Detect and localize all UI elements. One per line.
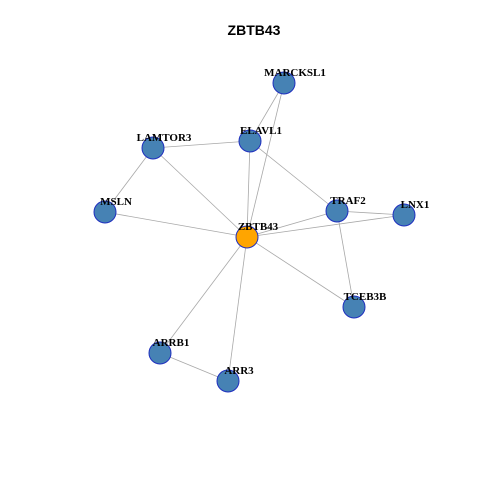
- node-label-elavl1: ELAVL1: [240, 125, 282, 137]
- edge-elavl1-traf2: [249, 140, 338, 212]
- edge-lnx1-zbtb43: [246, 214, 405, 238]
- edge-zbtb43-arr3: [227, 236, 248, 382]
- node-arr3: [216, 369, 240, 393]
- node-zbtb43: [235, 225, 259, 249]
- node-tceb3b: [342, 295, 366, 319]
- node-msln: [93, 200, 117, 224]
- node-label-zbtb43: ZBTB43: [238, 221, 279, 233]
- node-label-traf2: TRAF2: [330, 195, 366, 207]
- edge-zbtb43-tceb3b: [246, 236, 355, 308]
- node-label-lnx1: LNX1: [401, 199, 430, 211]
- node-layer: [93, 71, 416, 393]
- node-lamtor3: [141, 136, 165, 160]
- edge-traf2-tceb3b: [336, 210, 355, 308]
- edge-msln-zbtb43: [104, 211, 248, 238]
- node-label-marcksl1: MARCKSL1: [264, 67, 326, 79]
- edge-zbtb43-arrb1: [159, 236, 248, 354]
- node-label-arrb1: ARRB1: [153, 337, 190, 349]
- edge-elavl1-zbtb43: [246, 140, 251, 238]
- graph-title: ZBTB43: [228, 22, 281, 38]
- edge-lamtor3-elavl1: [152, 140, 251, 149]
- edge-lamtor3-zbtb43: [152, 147, 248, 238]
- node-marcksl1: [272, 71, 296, 95]
- node-arrb1: [148, 341, 172, 365]
- edge-traf2-zbtb43: [246, 210, 338, 238]
- edge-marcksl1-zbtb43: [246, 82, 285, 238]
- edge-lamtor3-msln: [104, 147, 154, 213]
- node-label-arr3: ARR3: [224, 365, 254, 377]
- edge-arrb1-arr3: [159, 352, 229, 382]
- node-label-lamtor3: LAMTOR3: [137, 132, 192, 144]
- node-label-msln: MSLN: [100, 196, 132, 208]
- node-label-tceb3b: TCEB3B: [344, 291, 387, 303]
- edge-layer: [104, 82, 405, 382]
- node-lnx1: [392, 203, 416, 227]
- node-elavl1: [238, 129, 262, 153]
- node-traf2: [325, 199, 349, 223]
